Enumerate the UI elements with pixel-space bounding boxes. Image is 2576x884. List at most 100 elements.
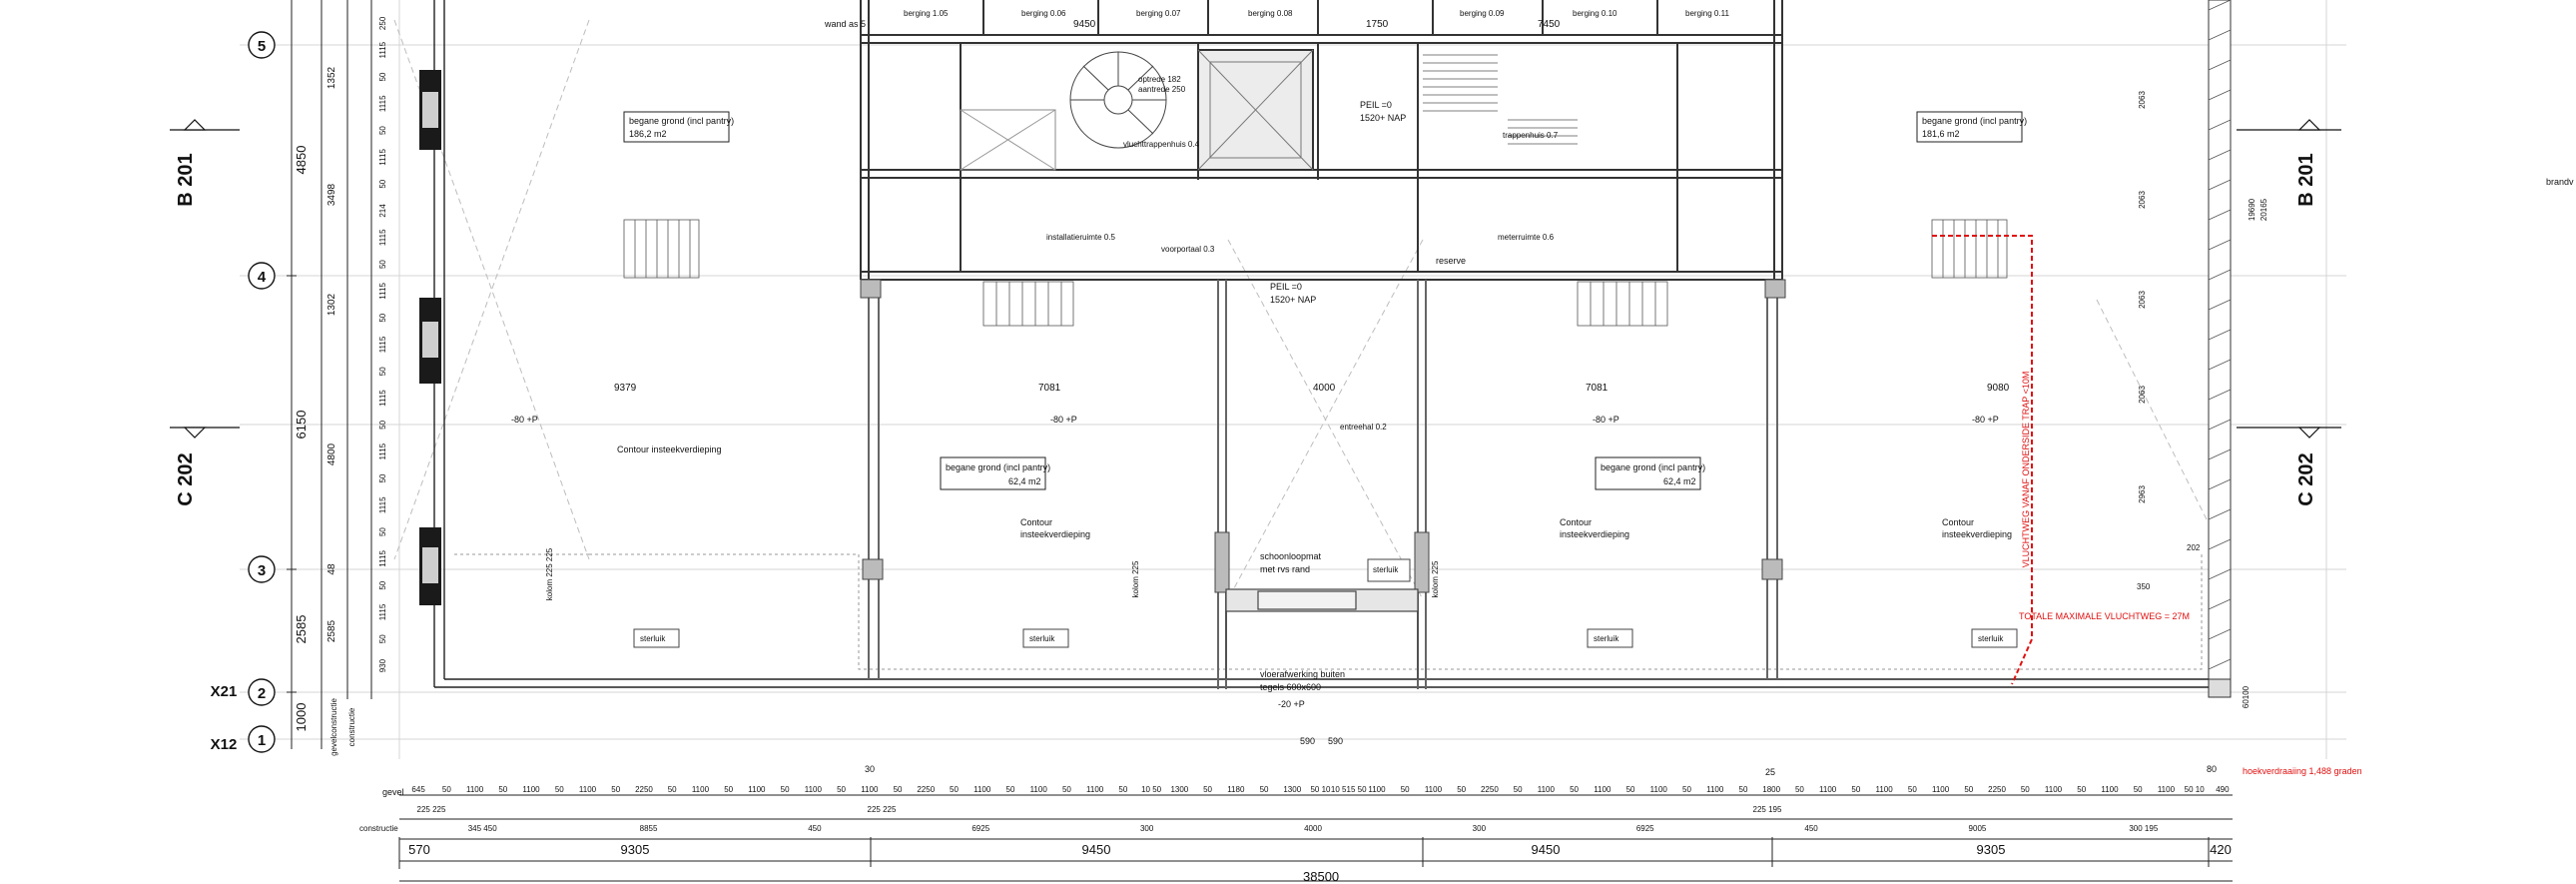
bottom-dimension-lines <box>398 794 2233 882</box>
gevel-dim: 50 <box>2021 785 2030 794</box>
gevel-dim: 645 <box>411 785 425 794</box>
left-stack-dim: 50 <box>378 367 387 376</box>
constructie-dim: 300 <box>1140 824 1154 833</box>
gevel-dim: 50 <box>1514 785 1523 794</box>
kolom-midleft: kolom 225 <box>1131 560 1140 597</box>
entreehal-label: entreehal 0.2 <box>1340 423 1387 432</box>
gevel-dim: 1100 <box>1425 785 1443 794</box>
left-dimension-texts: 4850 6150 2585 1000 1352 3498 1302 4800 … <box>294 66 356 755</box>
small-dim: 225 195 <box>1753 805 1782 814</box>
left-dim-4850: 4850 <box>294 146 309 175</box>
contour-mr1: Contour <box>1560 517 1592 527</box>
right-dim-0: 2063 <box>2138 91 2147 109</box>
gevel-dim: 1100 <box>2101 785 2119 794</box>
room-midl-area: 62,4 m2 <box>1008 476 1041 486</box>
left-stack-dim: 50 <box>378 580 387 589</box>
structural-columns <box>860 279 1786 593</box>
apartment-stairs <box>623 219 2008 327</box>
gevel-dim: 2250 <box>917 785 935 794</box>
kolom-left: kolom 225 225 <box>545 547 554 600</box>
spiral-stair <box>1069 51 1167 149</box>
left-inner-1352: 1352 <box>326 66 337 89</box>
grid-label-5: 5 <box>258 38 266 55</box>
level-minus80-d: -80 +P <box>1972 415 1999 425</box>
gevel-dim: 50 10 <box>1310 785 1331 794</box>
gevel-dim: 50 <box>2077 785 2086 794</box>
section-arrow-b201-right <box>2297 119 2321 131</box>
gevel-dim: 1100 <box>1650 785 1668 794</box>
contour-mr2: insteekverdieping <box>1560 529 1629 539</box>
left-facade-windows <box>419 70 441 605</box>
contour-r1: Contour <box>1942 517 1974 527</box>
grid-circle-5 <box>248 31 276 59</box>
left-inner-2585: 2585 <box>326 619 337 642</box>
gevel-dim: 1100 <box>522 785 540 794</box>
gevel-dim: 50 <box>950 785 959 794</box>
gevel-dim: 50 <box>1570 785 1579 794</box>
sterluik-5: sterluik <box>1978 634 2004 643</box>
small-dim: 225 225 <box>868 805 897 814</box>
main-dim: 9450 <box>1532 842 1561 857</box>
left-stack-dim: 50 <box>378 72 387 81</box>
left-inner-1302: 1302 <box>326 293 337 316</box>
top-9450: 9450 <box>1073 19 1096 30</box>
berging-106: berging 0.06 <box>1021 9 1066 18</box>
gevel-dim: 50 <box>498 785 507 794</box>
left-stack-dim: 1115 <box>378 283 387 300</box>
berging-110: berging 0.10 <box>1573 9 1617 18</box>
grid-circle-4 <box>248 262 276 290</box>
gevel-dim: 1100 <box>973 785 991 794</box>
trappenhuis-label: trappenhuis 0.7 <box>1503 131 1559 140</box>
contour-r2: insteekverdieping <box>1942 529 2012 539</box>
gevel-dim: 1100 <box>805 785 823 794</box>
contour-ml2: insteekverdieping <box>1020 529 1090 539</box>
main-dim: 9305 <box>1977 842 2006 857</box>
left-dim-1000: 1000 <box>294 703 309 732</box>
gevel-dim: 50 <box>1851 785 1860 794</box>
installatie-label: installatieruimte 0.5 <box>1046 233 1115 242</box>
left-stack-dim: 1115 <box>378 229 387 246</box>
left-inner-4800: 4800 <box>326 442 337 465</box>
gevel-dim: 1100 <box>1594 785 1611 794</box>
peil-1: PEIL =0 <box>1360 100 1392 110</box>
top-7450: 7450 <box>1538 19 1561 30</box>
gevel-dim: 1300 <box>1283 785 1301 794</box>
gevel-dim: 1100 <box>748 785 766 794</box>
left-inner-3498: 3498 <box>326 183 337 206</box>
left-stack-dim: 1115 <box>378 95 387 112</box>
constructie-label: constructie <box>359 824 398 833</box>
left-stack-dim: 50 <box>378 179 387 188</box>
left-stack-dim: 214 <box>378 204 387 218</box>
gevel-dim: 50 <box>1006 785 1015 794</box>
constructie-dim: 450 <box>1804 824 1818 833</box>
room-left-area: 186,2 m2 <box>629 129 667 139</box>
gevel-dim: 2250 <box>1481 785 1499 794</box>
section-markers: B 201 C 202 B 201 C 202 <box>170 119 2341 506</box>
bottom-590b: 590 <box>1328 736 1343 746</box>
left-stack-dim: 1115 <box>378 41 387 58</box>
grid-x12-label: X12 <box>211 736 238 753</box>
bottom-total: 38500 <box>1303 869 1339 884</box>
meterruimte-label: meterruimte 0.6 <box>1498 233 1555 242</box>
room-left-name: begane grond (incl pantry) <box>629 116 734 126</box>
hoekverdraaiing-note: hoekverdraaiing 1,488 graden <box>2243 766 2362 776</box>
left-stack-dim: 1115 <box>378 550 387 567</box>
main-dim: 420 <box>2210 842 2232 857</box>
constructie-dim: 450 <box>808 824 822 833</box>
bottom-590a: 590 <box>1300 736 1315 746</box>
gevel-dim: 1100 <box>2045 785 2063 794</box>
constructie-dim: 8855 <box>640 824 658 833</box>
gevel-dim: 1100 <box>1030 785 1048 794</box>
kolom-midright: kolom 225 <box>1431 560 1440 597</box>
gevel-dim: 1100 <box>1368 785 1386 794</box>
contour-left: Contour insteekverdieping <box>617 444 722 454</box>
small-dim: 225 225 <box>417 805 446 814</box>
left-stack-dim: 50 <box>378 126 387 135</box>
left-gevel-text: gevelconstructie <box>329 698 338 756</box>
building-outline <box>433 0 2223 688</box>
right-202: 202 <box>2187 543 2201 552</box>
peil-2b: 1520+ NAP <box>1270 295 1316 305</box>
gevel-dim: 1100 <box>1932 785 1950 794</box>
